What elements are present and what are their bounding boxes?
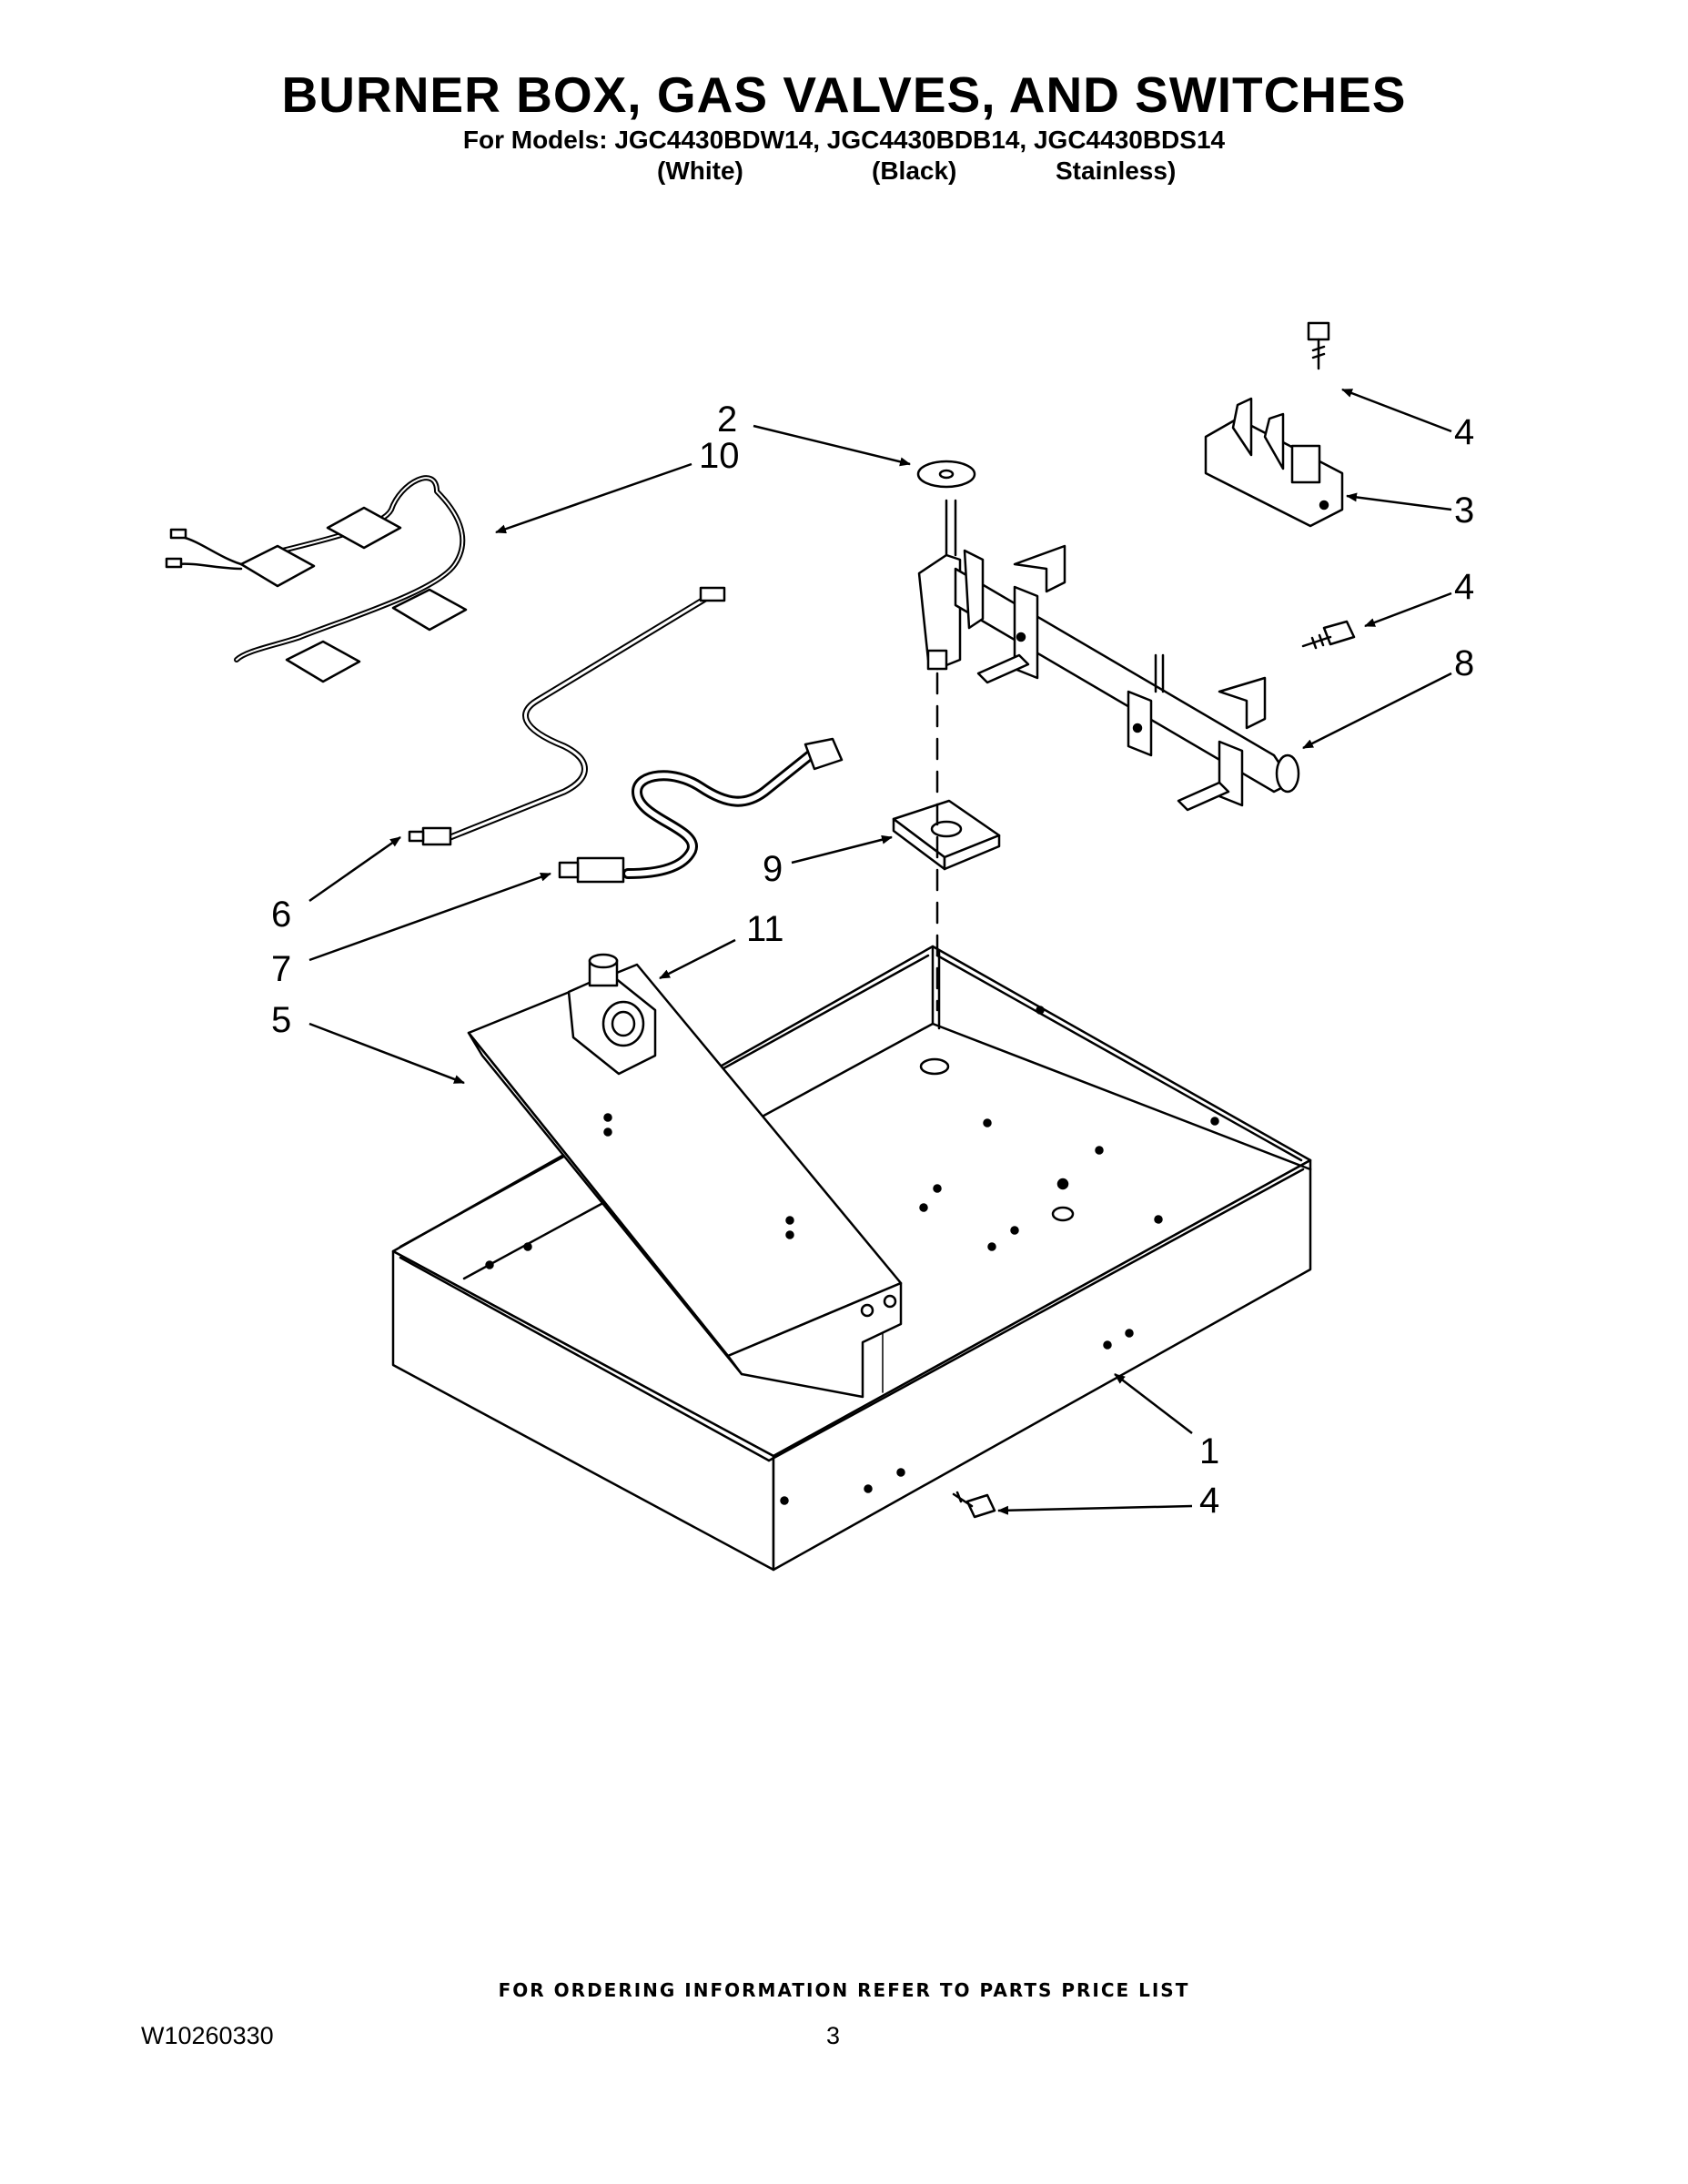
callout-5: 5 <box>271 1000 291 1040</box>
gasket-plate-part <box>892 799 1001 871</box>
variant-stainless: Stainless) <box>1056 157 1177 185</box>
callout-4-bottom: 4 <box>1199 1481 1219 1521</box>
models-line: For Models: JGC4430BDW14, JGC4430BDB14, … <box>462 126 1226 154</box>
screw-top-part <box>1307 321 1330 370</box>
variant-black: (Black) <box>872 157 957 185</box>
callout-8: 8 <box>1454 643 1474 683</box>
ordering-note: FOR ORDERING INFORMATION REFER TO PARTS … <box>498 1979 1190 2001</box>
page-number: 3 <box>826 2022 841 2049</box>
callout-7: 7 <box>271 949 291 989</box>
callout-4-top: 4 <box>1454 412 1474 452</box>
callout-6: 6 <box>271 895 291 935</box>
callout-2: 2 <box>717 399 737 440</box>
washer-part <box>916 460 976 489</box>
callout-1: 1 <box>1199 1431 1219 1471</box>
page-title: BURNER BOX, GAS VALVES, AND SWITCHES <box>281 66 1407 123</box>
screw-middle-part <box>1301 620 1356 650</box>
callout-11: 11 <box>746 909 784 949</box>
gas-tube-small-part <box>408 586 726 846</box>
gas-tube-large-part <box>558 737 844 884</box>
callout-9: 9 <box>763 849 783 889</box>
bracket-part <box>467 963 903 1399</box>
callout-labels: 2 10 4 3 4 8 6 7 9 11 5 1 4 <box>271 399 1474 1521</box>
callout-4-middle: 4 <box>1454 567 1474 607</box>
leader-lines <box>308 388 1452 1515</box>
wire-harness-part <box>165 475 468 683</box>
switch-assembly-part <box>1204 397 1344 528</box>
document-number: W10260330 <box>141 2022 274 2049</box>
manifold-valves-part <box>917 499 1300 812</box>
callout-10: 10 <box>699 436 740 476</box>
variant-white: (White) <box>657 157 743 185</box>
regulator-part <box>567 953 657 1076</box>
screw-bottom-part <box>952 1491 996 1519</box>
callout-3: 3 <box>1454 490 1474 531</box>
